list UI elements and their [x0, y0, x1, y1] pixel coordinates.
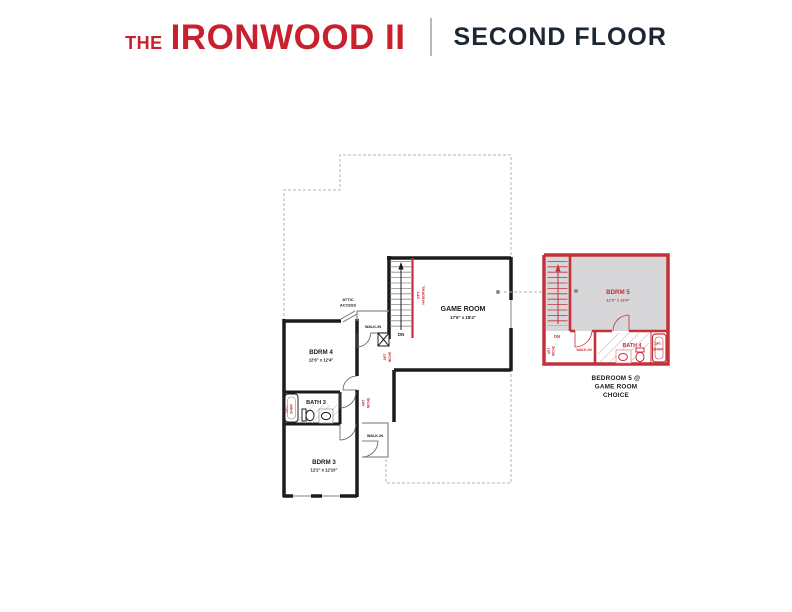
opt-handrail-label-2: HANDRAIL	[422, 285, 426, 305]
walk-in-bdrm3-label: WALK-IN	[367, 434, 383, 438]
title-divider	[429, 18, 432, 56]
toilet-icon	[301, 408, 315, 422]
game-room-dims: 17'6" x 18'4"	[450, 315, 476, 320]
plan-title-name: IRONWOOD II	[170, 17, 406, 57]
inset-bathtub-icon	[651, 333, 667, 363]
game-room-walls	[387, 256, 513, 422]
art-niche-label-2a: ART	[362, 399, 366, 407]
inset-stairs: DN	[547, 261, 568, 339]
inset-sink-icon	[615, 349, 632, 364]
bath4: BATH 4 OPT. SHWR	[597, 332, 667, 364]
footprint-outline	[283, 154, 512, 484]
inset-caption-line1: BEDROOM 5 @	[592, 375, 641, 382]
bdrm3-dims: 12'2" x 12'10"	[311, 468, 338, 473]
inset-door-swings	[574, 314, 630, 348]
inset-interior-walls	[568, 255, 668, 364]
art-niche-label-2b: NICHE	[367, 397, 371, 408]
chase-box	[377, 332, 390, 347]
bath4-opt-shwr-2: SHWR	[653, 348, 663, 352]
stair-direction-arrow	[398, 262, 404, 270]
art-niche-label-1b: NICHE	[388, 351, 392, 362]
stair-dn-label: DN	[398, 332, 404, 337]
bdrm3-label: BDRM 3	[312, 459, 336, 466]
bdrm4-dims: 12'6" x 12'4"	[309, 358, 334, 363]
bdrm4-label: BDRM 4	[309, 349, 333, 356]
attic-access-label-2: ACCESS	[340, 303, 357, 308]
inset-outer-walls	[542, 253, 670, 366]
inset-art-niche-a: ART	[547, 348, 551, 355]
inset-stair-arrow	[555, 264, 561, 272]
art-niche-label-1a: ART	[383, 353, 387, 361]
walk-in-closet-bdrm3	[362, 422, 389, 458]
bath3-opt-shwr-1: OPT.	[285, 405, 289, 412]
walk-in-top-label: WALK-IN	[365, 325, 381, 329]
bdrm5-dims: 12'3" x 16'4"	[606, 298, 630, 303]
sink-icon	[318, 408, 334, 424]
game-room-label: GAME ROOM	[441, 306, 486, 313]
plan-title: THE IRONWOOD II	[125, 20, 405, 55]
door-swings	[339, 332, 379, 458]
inset-art-niche-b: NICHE	[552, 346, 556, 356]
walk-in-closet-top	[356, 310, 389, 334]
inset-caption: BEDROOM 5 @ GAME ROOM CHOICE	[592, 375, 641, 399]
bathtub-icon	[284, 393, 299, 423]
bath3: BATH 3 OPT. SHWR	[284, 393, 339, 424]
stairs: DN OPT. HANDRAIL	[390, 258, 426, 338]
bdrm5-fan-dot	[574, 289, 578, 293]
floor-label: SECOND FLOOR	[453, 22, 667, 51]
bath3-label: BATH 3	[306, 400, 326, 406]
bdrm5-label: BDRM 5	[606, 289, 630, 296]
bath4-label: BATH 4	[622, 343, 641, 349]
opt-handrail-label-1: OPT.	[417, 291, 421, 299]
inset-stair-dn-label: DN	[554, 334, 560, 339]
attic-access-label-1: ATTIC	[342, 297, 353, 302]
plan-title-prefix: THE	[125, 32, 163, 53]
inset-walk-in-label: WALK-IN	[576, 348, 592, 352]
bath3-opt-shwr-2: SHWR	[290, 403, 294, 413]
inset-caption-line2: GAME ROOM	[595, 384, 638, 391]
option-inset: DN ART NICHE	[542, 253, 670, 399]
bath4-opt-shwr-1: OPT.	[654, 342, 661, 346]
game-room-fan-dot	[496, 290, 500, 294]
page-header: THE IRONWOOD II SECOND FLOOR	[0, 18, 792, 56]
main-floor-plan: DN OPT. HANDRAIL	[282, 154, 542, 499]
inset-toilet-icon	[635, 347, 645, 363]
attic-access-hatch	[340, 310, 358, 323]
bdrm3-windows	[293, 493, 340, 499]
inset-caption-line3: CHOICE	[603, 392, 630, 399]
